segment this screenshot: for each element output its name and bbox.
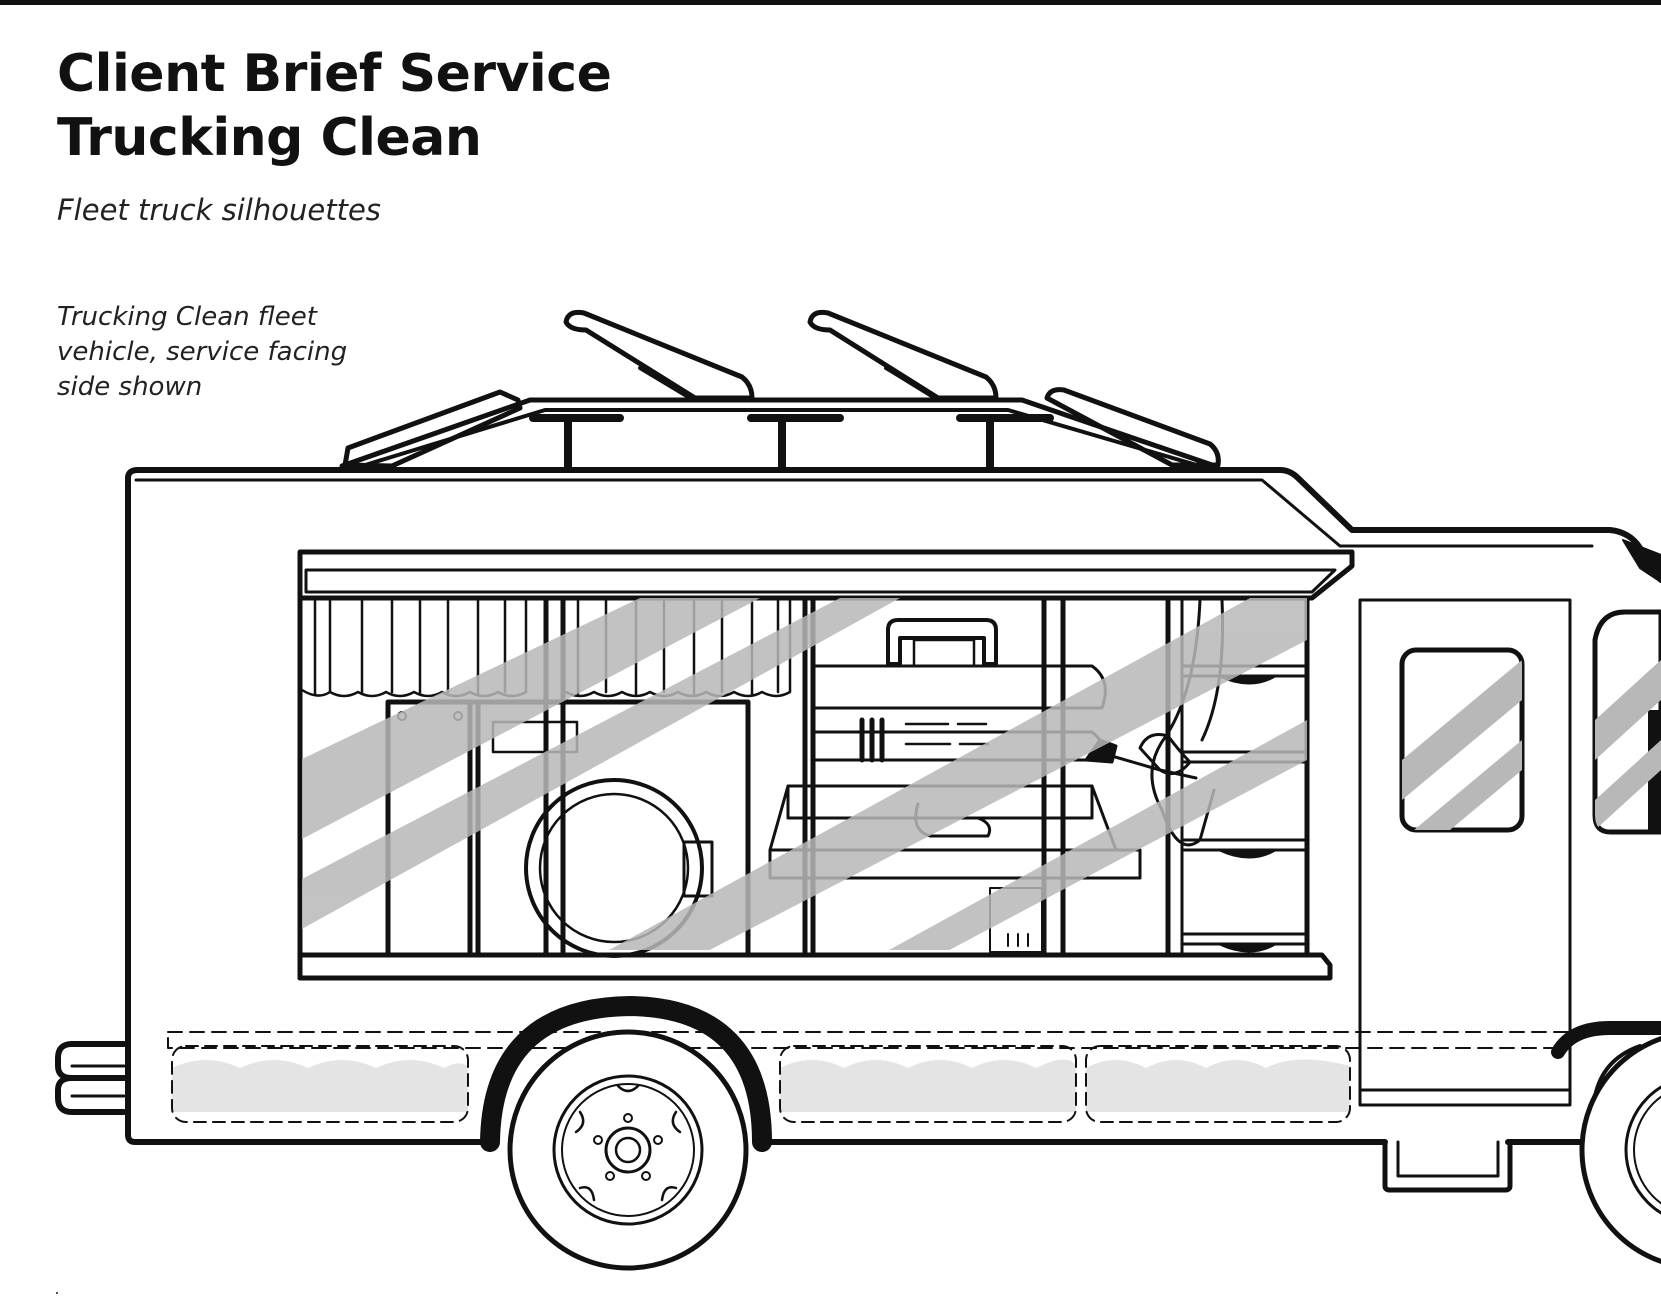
- caption-line-2: vehicle, service facing: [57, 337, 348, 367]
- service-window: [297, 549, 1355, 981]
- top-rule: [0, 0, 1661, 5]
- solar-panels: [342, 309, 1221, 469]
- title-line-2: Trucking Clean: [57, 108, 482, 168]
- front-wheel: [1579, 1036, 1661, 1264]
- caption-line-1: Trucking Clean fleet: [57, 302, 317, 332]
- side-door: [1358, 598, 1572, 1107]
- door-window-reflections: [1402, 660, 1522, 830]
- corner-mark: [56, 1292, 58, 1294]
- chassis-outline: [167, 1031, 1571, 1049]
- glass-reflections: [302, 598, 1307, 950]
- truck-body: [125, 467, 1661, 1145]
- page-subtitle: Fleet truck silhouettes: [57, 193, 381, 227]
- entry-step: [1382, 1139, 1513, 1193]
- illustration-caption: Trucking Clean fleet vehicle, service fa…: [57, 300, 377, 405]
- rear-bumper: [55, 1041, 127, 1115]
- page-title: Client Brief Service Trucking Clean: [57, 42, 612, 170]
- caption-line-3: side shown: [57, 372, 203, 402]
- roof-rack: [339, 397, 1218, 472]
- cab-window-reflections: [1595, 660, 1661, 830]
- water-tanks: [171, 1045, 1351, 1123]
- title-line-1: Client Brief Service: [57, 44, 612, 104]
- rear-wheel: [480, 996, 772, 1271]
